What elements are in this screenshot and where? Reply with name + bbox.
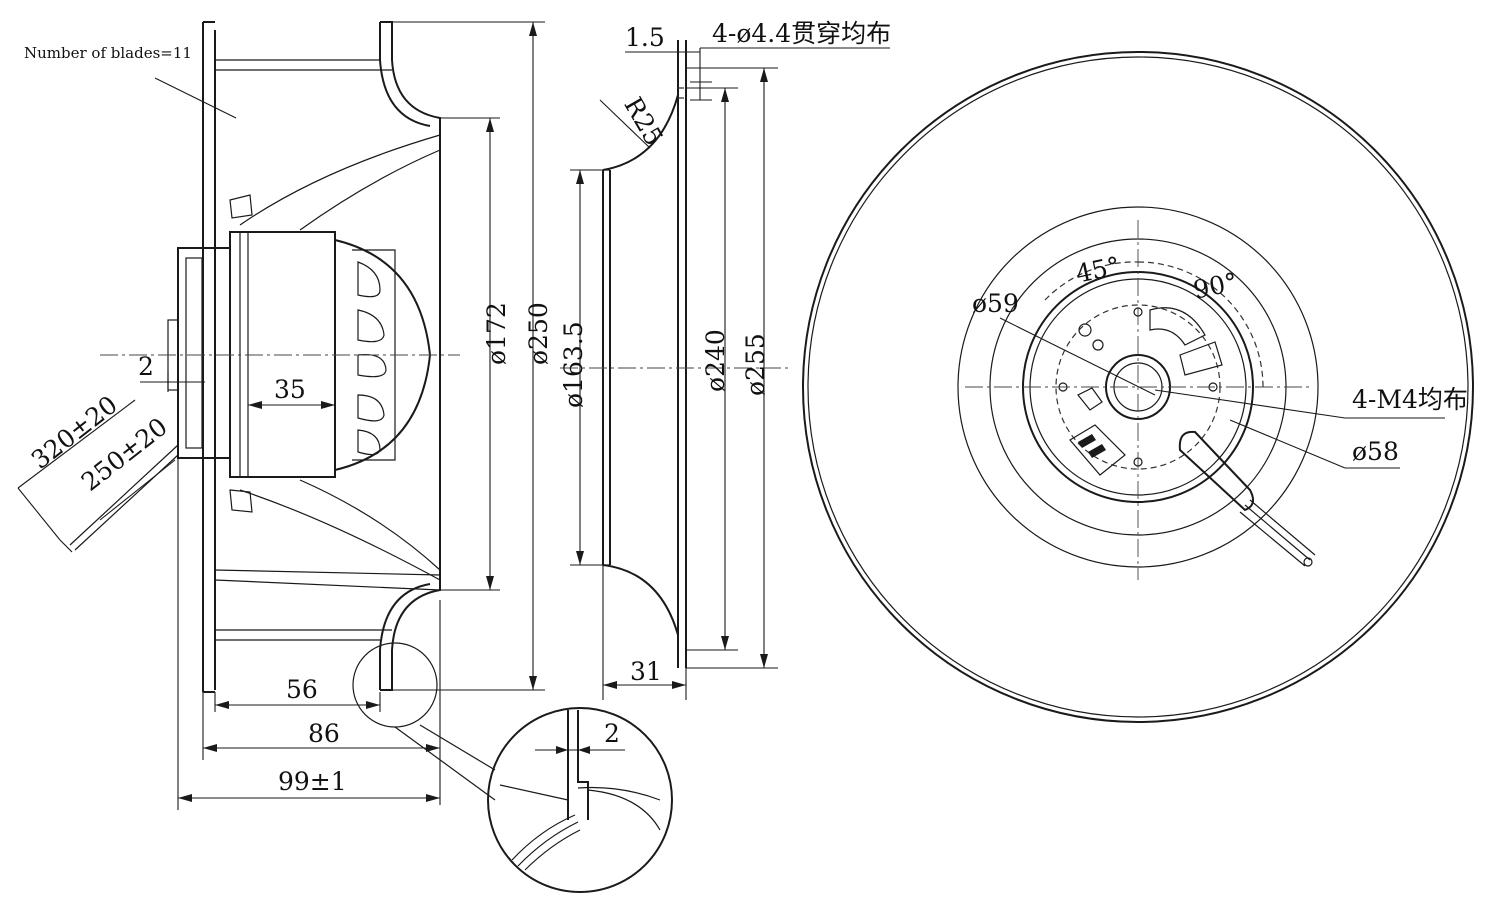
dim-99: 99±1: [278, 767, 347, 796]
dim-d59: ø59: [972, 289, 1019, 318]
dim-56: 56: [286, 675, 318, 704]
inlet-ring-section: [570, 40, 890, 700]
dim-86: 86: [308, 719, 340, 748]
dim-d58: ø58: [1352, 437, 1399, 466]
detail-view: [352, 642, 673, 893]
dim-d255: ø255: [741, 333, 770, 396]
dim-d163-5: ø163.5: [559, 321, 588, 408]
dim-1-5: 1.5: [625, 23, 665, 52]
dim-r25: R25: [618, 92, 668, 150]
dim-d172: ø172: [482, 302, 511, 365]
dim-d250: ø250: [524, 302, 553, 365]
side-view-dimensions: [17, 21, 545, 810]
dim-31: 31: [630, 657, 662, 686]
dim-2-side: 2: [138, 352, 154, 381]
dim-d240: ø240: [701, 329, 730, 392]
dim-angle-45: 45°: [1073, 251, 1122, 289]
dim-35: 35: [274, 375, 306, 404]
blades-note: Number of blades=11: [24, 44, 192, 62]
dim-angle-90: 90°: [1191, 267, 1240, 305]
dim-m4: 4-M4均布: [1352, 385, 1468, 414]
dim-2-detail: 2: [604, 719, 620, 748]
fan-side-view: [154, 21, 441, 693]
dim-holes: 4-ø4.4贯穿均布: [712, 19, 891, 48]
